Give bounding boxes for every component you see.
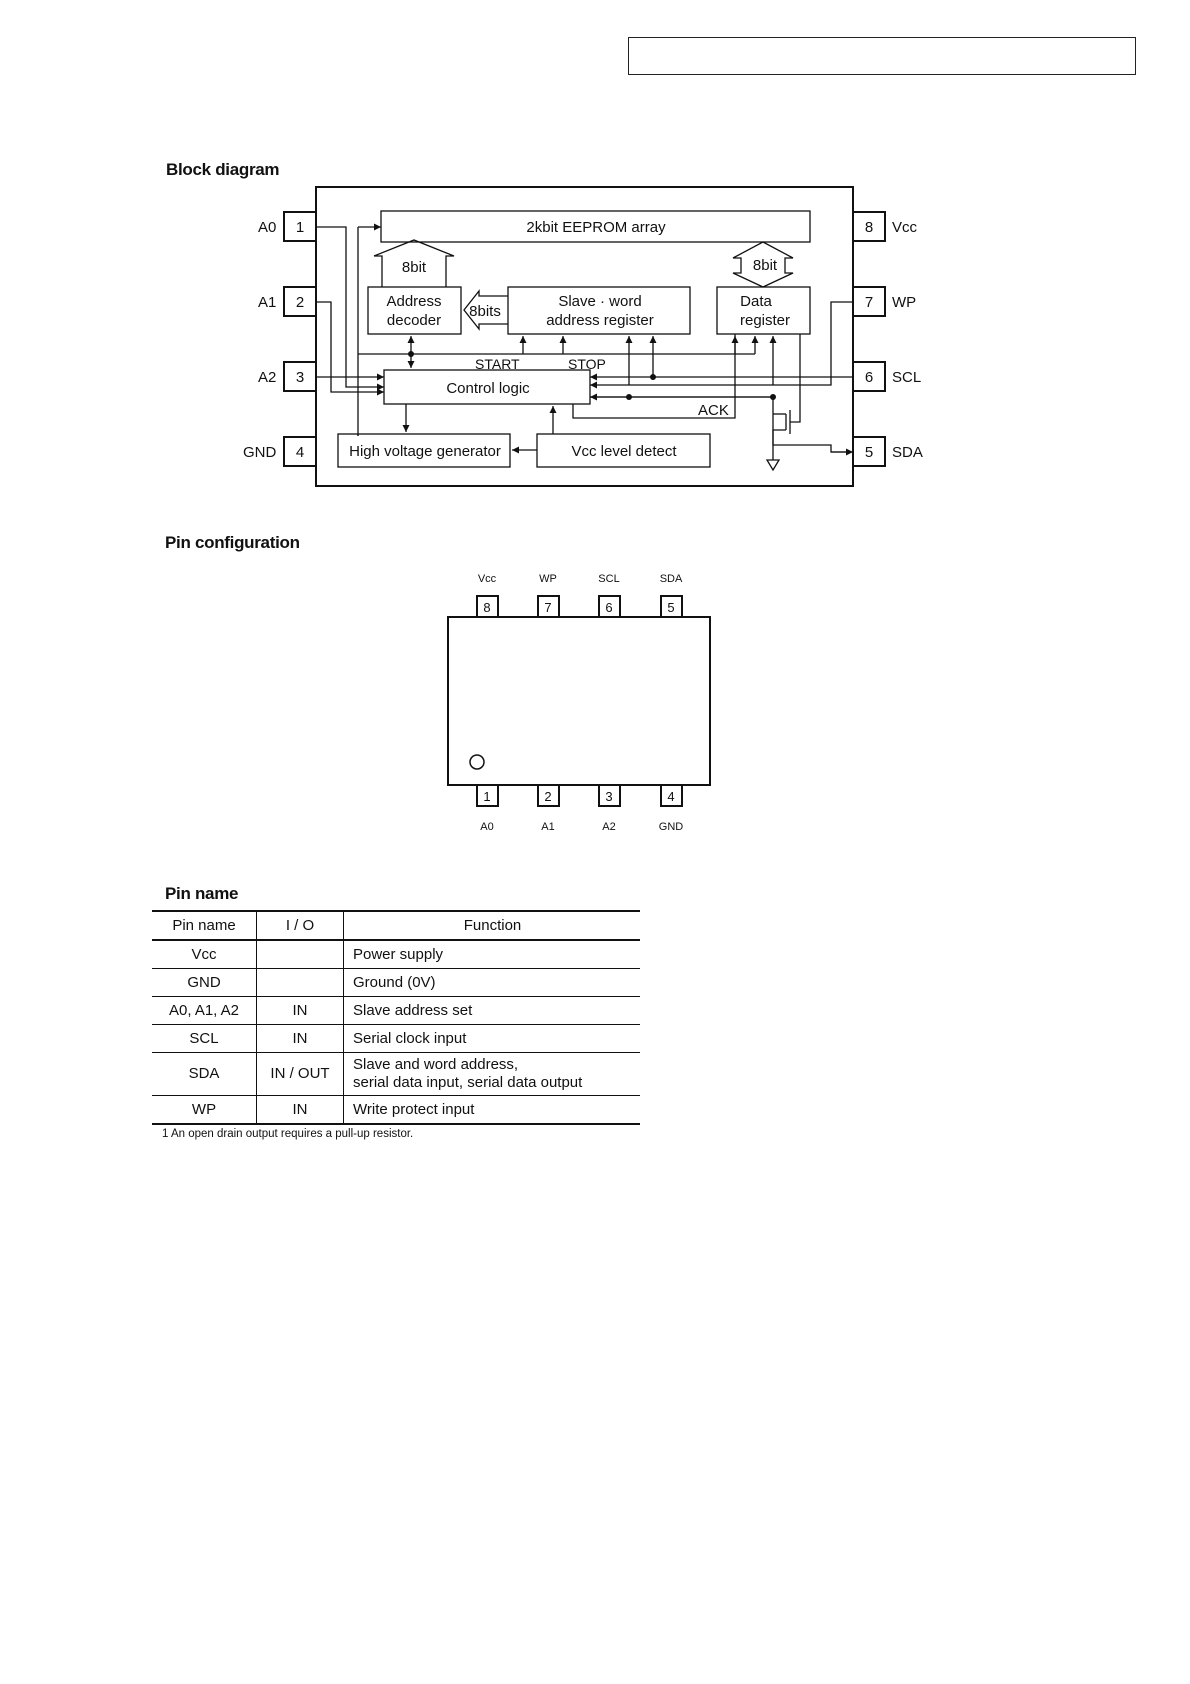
cell-io: IN / OUT (256, 1052, 344, 1096)
cell-function: Serial clock input (343, 1024, 640, 1053)
table-row: WP IN Write protect input (152, 1095, 640, 1125)
pin-label-wp: WP (892, 294, 916, 311)
pin-num-8: 8 (865, 219, 873, 236)
vcc-detect-label: Vcc level detect (571, 443, 677, 460)
header-function: Function (343, 910, 640, 941)
table-row: A0, A1, A2 IN Slave address set (152, 996, 640, 1025)
bus-arrow-8bits (463, 289, 508, 331)
table-row: GND Ground (0V) (152, 968, 640, 997)
pin-label-gnd: GND (243, 444, 277, 461)
chip-outline (315, 186, 854, 487)
bus-8bit-right-label: 8bit (753, 257, 778, 274)
pin-label-a2: A2 (258, 369, 276, 386)
pin-name-title: Pin name (165, 884, 239, 903)
cell-io: IN (256, 996, 344, 1025)
cell-io: IN (256, 1095, 344, 1125)
cell-function: Power supply (343, 940, 640, 969)
cell-function-line-1: Slave and word address, (353, 1056, 519, 1073)
address-decoder-block (367, 286, 462, 335)
data-register-label-2: register (740, 312, 790, 329)
cell-pin: Vcc (152, 940, 257, 969)
pin-label-sda: SDA (892, 444, 923, 461)
pin-num-5: 5 (865, 444, 873, 461)
ack-label: ACK (698, 402, 729, 419)
bus-arrow-right (732, 241, 794, 288)
cell-function-line-2: serial data input, serial data output (353, 1074, 583, 1091)
slave-register-block (507, 286, 691, 335)
pin-label-scl: SCL (892, 369, 921, 386)
table-footnote: 1 An open drain output requires a pull-u… (162, 1128, 414, 1140)
pin-num-7: 7 (865, 294, 873, 311)
header-box (628, 37, 1136, 75)
pin-label-vcc: Vcc (892, 219, 918, 236)
stop-label: STOP (568, 356, 606, 372)
pin-num-4: 4 (296, 444, 304, 461)
bus-8bits-label: 8bits (469, 303, 501, 320)
table-row: Vcc Power supply (152, 940, 640, 969)
pin-label-a0: A0 (258, 219, 276, 236)
address-decoder-label-1: Address (386, 293, 441, 310)
pin-num-2: 2 (296, 294, 304, 311)
cell-pin: A0, A1, A2 (152, 996, 257, 1025)
pin-label-a1: A1 (258, 294, 276, 311)
cell-pin: SCL (152, 1024, 257, 1053)
pin-num-3: 3 (296, 369, 304, 386)
bus-arrow-left (373, 239, 455, 287)
slave-register-label-2: address register (546, 312, 654, 329)
cell-function: Write protect input (343, 1095, 640, 1125)
start-label: START (475, 356, 520, 372)
header-io: I / O (256, 910, 344, 941)
header-pin-name: Pin name (152, 910, 257, 941)
eeprom-label: 2kbit EEPROM array (526, 219, 666, 236)
pin-num-1: 1 (296, 219, 304, 236)
pin-box-4 (283, 436, 317, 467)
address-decoder-label-2: decoder (387, 312, 441, 329)
pin-box-8 (852, 211, 886, 242)
data-register-label-1: Data (740, 293, 772, 310)
pin-num-6: 6 (865, 369, 873, 386)
cell-pin: SDA (152, 1052, 257, 1096)
bus-8bit-left-label: 8bit (402, 259, 427, 276)
cell-io: IN (256, 1024, 344, 1053)
cell-function: Slave and word address, serial data inpu… (343, 1052, 640, 1096)
hv-generator-block (337, 433, 511, 468)
cell-io (256, 968, 344, 997)
cell-function: Slave address set (343, 996, 640, 1025)
hv-generator-label: High voltage generator (349, 443, 501, 460)
block-diagram-title: Block diagram (166, 160, 280, 179)
slave-register-label-1: Slave · word (558, 293, 641, 310)
control-logic-label: Control logic (446, 380, 530, 397)
cell-io (256, 940, 344, 969)
cell-function: Ground (0V) (343, 968, 640, 997)
table-row: SDA IN / OUT Slave and word address, ser… (152, 1052, 640, 1096)
cell-pin: WP (152, 1095, 257, 1125)
pin-configuration-title: Pin configuration (165, 533, 300, 552)
cell-pin: GND (152, 968, 257, 997)
table-row: SCL IN Serial clock input (152, 1024, 640, 1053)
table-header-row: Pin name I / O Function (152, 910, 640, 941)
pin-name-table: Pin name I / O Function Vcc Power supply… (152, 910, 640, 1125)
